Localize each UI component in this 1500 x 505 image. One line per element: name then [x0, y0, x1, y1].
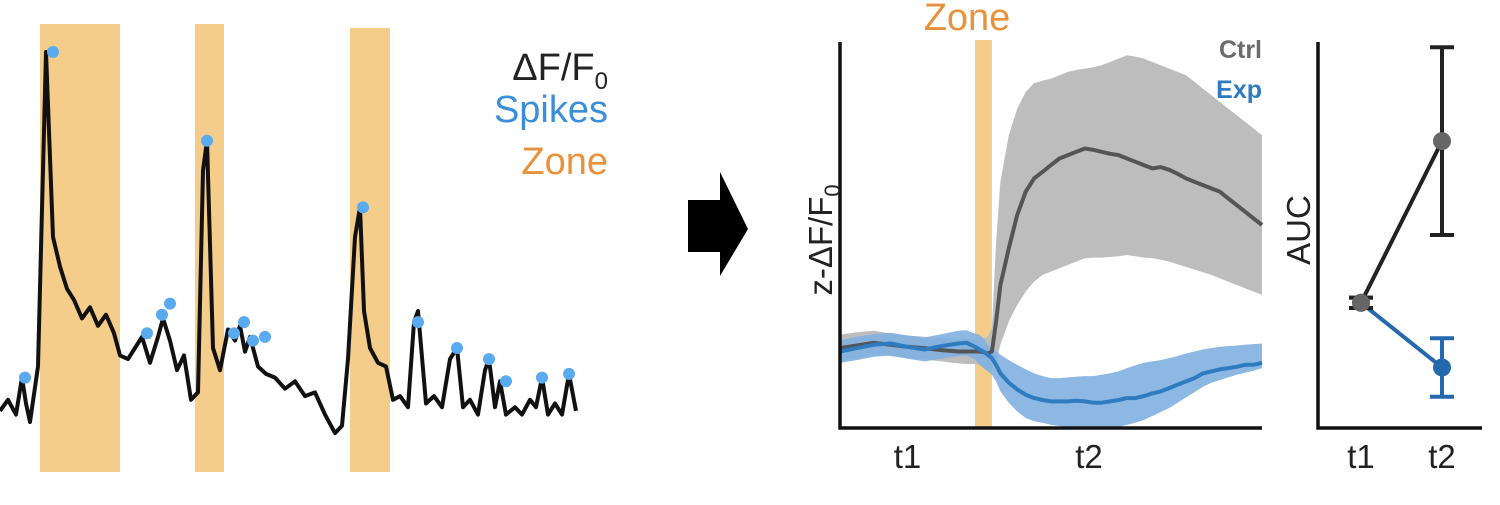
auc-y-axis-label: AUC: [1280, 195, 1317, 265]
spike-marker: [47, 46, 59, 58]
spike-marker: [259, 330, 271, 343]
auc-panel: AUC t1 t2: [1280, 42, 1482, 475]
spike-marker: [536, 371, 548, 384]
legend-exp: Exp: [1216, 76, 1262, 104]
spike-marker: [19, 371, 31, 384]
spike-marker: [412, 316, 424, 329]
ctrl-band: [840, 55, 1262, 369]
y-axis-label: z-ΔF/F0: [802, 184, 845, 295]
trace-panel: ΔF/F0 Spikes Zone: [0, 24, 608, 472]
spike-marker: [201, 134, 213, 147]
axes: [838, 42, 1262, 430]
legend-zone: Zone: [521, 141, 608, 183]
x-tick-t2: t2: [1075, 438, 1103, 475]
legend-ctrl: Ctrl: [1219, 36, 1262, 64]
spike-markers: [19, 46, 575, 388]
spike-marker: [451, 342, 463, 354]
zscore-panel: Zone z-ΔF/F0 t1 t2 Ctrl Exp: [802, 0, 1264, 475]
ctrl-line: [839, 146, 1264, 356]
spike-marker: [238, 316, 250, 329]
spike-marker: [563, 367, 575, 380]
exp-line: [839, 340, 1263, 405]
exp-band: [840, 330, 1262, 430]
zone-band-0: [40, 24, 120, 472]
spike-marker: [156, 308, 168, 321]
legend: ΔF/F0 Spikes Zone: [494, 47, 608, 183]
spike-marker: [164, 297, 176, 310]
x-tick-t1: t1: [894, 438, 922, 475]
legend-dff: ΔF/F0: [512, 47, 608, 95]
spike-marker: [500, 375, 512, 388]
right-arrow-icon: [688, 172, 748, 276]
zone-label: Zone: [924, 0, 1011, 39]
spike-marker: [228, 327, 240, 340]
spike-marker: [141, 327, 153, 340]
zone-band-2: [350, 28, 390, 472]
auc-point-exp: [1433, 358, 1451, 377]
auc-point-ctrl: [1433, 132, 1451, 151]
spike-marker: [483, 353, 495, 366]
spike-marker: [357, 201, 369, 214]
trace-line: [0, 50, 578, 436]
legend-spikes: Spikes: [494, 89, 608, 131]
zone-band: [975, 40, 992, 428]
auc-line-exp: [1359, 301, 1444, 370]
auc-point-ctrl: [1352, 293, 1370, 312]
auc-axes: [1316, 42, 1482, 430]
auc-marks: [1349, 45, 1454, 399]
auc-line-ctrl: [1359, 140, 1444, 304]
trace-zones: [40, 24, 390, 472]
auc-x-tick-t1: t1: [1347, 438, 1375, 475]
spike-marker: [247, 334, 259, 347]
auc-x-tick-t2: t2: [1428, 438, 1456, 475]
